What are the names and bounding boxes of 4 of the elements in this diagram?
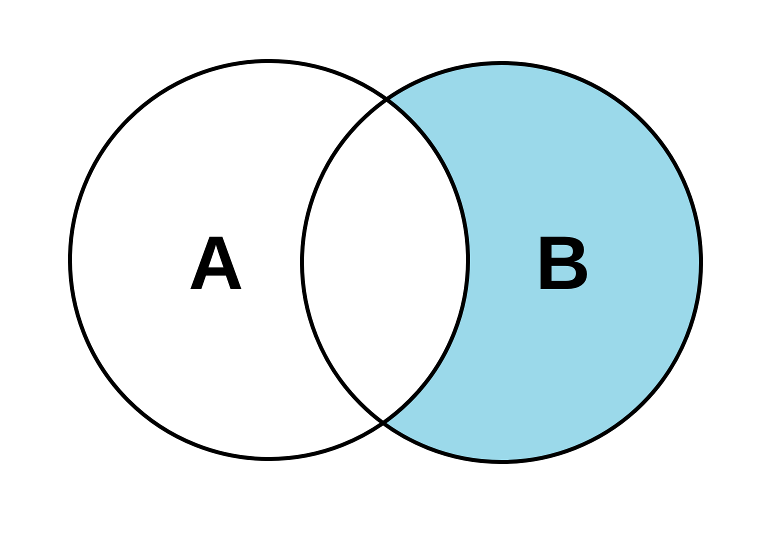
set-label: B (536, 226, 590, 302)
set-circle (300, 61, 703, 464)
set-circle (68, 58, 470, 460)
set-label: A (188, 226, 244, 302)
